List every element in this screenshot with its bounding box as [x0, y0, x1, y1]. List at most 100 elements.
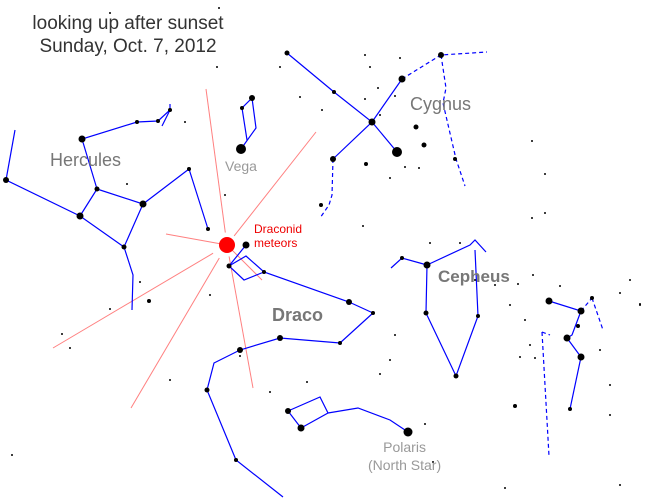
vega-star	[236, 144, 246, 154]
faint-star	[389, 177, 391, 179]
faint-star	[69, 347, 71, 349]
faint-star	[424, 423, 426, 425]
label-hercules: Hercules	[50, 150, 122, 170]
star	[285, 408, 291, 414]
faint-star	[418, 167, 420, 169]
faint-star	[269, 391, 271, 393]
star	[237, 347, 243, 353]
faint-star	[474, 279, 476, 281]
faint-star	[11, 454, 13, 456]
ursa-minor-line	[287, 396, 329, 429]
meteor-ray	[228, 256, 254, 389]
faint-star	[169, 379, 171, 381]
faint-star	[126, 183, 128, 185]
title-line-2: Sunday, Oct. 7, 2012	[39, 36, 217, 57]
star	[423, 261, 431, 269]
star	[297, 424, 305, 432]
faint-star	[529, 344, 531, 346]
star	[139, 200, 147, 208]
star	[364, 162, 368, 166]
star	[513, 404, 517, 408]
label-draco: Draco	[272, 305, 324, 325]
star	[476, 314, 480, 318]
star	[187, 167, 191, 171]
faint-star	[404, 166, 406, 168]
faint-star	[379, 114, 381, 116]
meteor-ray	[130, 257, 220, 409]
meteor-ray	[165, 233, 223, 245]
label-cygnus: Cygnus	[410, 94, 472, 114]
faint-star	[559, 285, 561, 287]
star	[413, 124, 419, 130]
polaris-star	[403, 427, 413, 437]
star	[226, 263, 232, 269]
faint-star	[399, 57, 401, 59]
star	[545, 297, 553, 305]
faint-star	[306, 381, 308, 383]
star	[147, 299, 151, 303]
faint-star	[362, 225, 364, 227]
ursa-minor-line	[327, 407, 409, 433]
faint-star	[544, 212, 546, 214]
star	[453, 157, 457, 161]
cygnus-line	[440, 54, 466, 187]
cygnus-line	[319, 158, 334, 219]
faint-star	[519, 356, 521, 358]
draconid-radiant	[219, 237, 235, 253]
faint-star	[377, 87, 379, 89]
faint-star	[224, 194, 226, 196]
star	[577, 307, 585, 315]
faint-star	[524, 319, 526, 321]
faint-star	[109, 308, 111, 310]
star	[563, 334, 571, 342]
faint-star	[517, 283, 519, 285]
star	[156, 119, 160, 123]
faint-star	[299, 96, 301, 98]
faint-star	[429, 242, 431, 244]
hercules-line	[142, 168, 209, 230]
faint-star	[389, 359, 391, 361]
faint-star	[218, 7, 220, 9]
faint-star	[509, 304, 511, 306]
faint-star	[184, 121, 186, 123]
hercules-line	[161, 109, 171, 127]
faint-star	[209, 294, 211, 296]
star	[319, 203, 323, 207]
faint-star	[494, 284, 496, 286]
faint-star	[364, 54, 366, 56]
faint-star	[432, 461, 434, 463]
hercules-line	[79, 188, 144, 248]
label-draconid: Draconid	[254, 222, 303, 236]
faint-star	[639, 304, 641, 306]
faint-star	[279, 66, 281, 68]
star	[262, 270, 266, 274]
faint-star	[369, 66, 371, 68]
meteor-ray	[205, 88, 226, 233]
star	[204, 387, 210, 393]
cygnus-line	[371, 78, 403, 123]
title-line-1: looking up after sunset	[32, 13, 224, 34]
star	[368, 118, 376, 126]
star	[76, 212, 84, 220]
star	[168, 108, 172, 112]
faint-star	[139, 281, 141, 283]
draco-line	[206, 255, 375, 498]
label-meteors: meteors	[254, 236, 298, 250]
right-constellation-line	[541, 331, 551, 336]
label-north-star: (North Star)	[368, 457, 442, 473]
label-cepheus: Cepheus	[438, 267, 510, 286]
star	[392, 147, 402, 157]
star	[568, 407, 572, 411]
faint-star	[544, 173, 546, 175]
faint-star	[379, 373, 381, 375]
faint-star	[629, 279, 631, 281]
label-polaris: Polaris (North Star)	[368, 438, 441, 474]
star	[590, 296, 594, 300]
label-draconid-meteors: Draconid meteors	[254, 222, 302, 250]
star	[577, 353, 585, 361]
faint-star	[599, 349, 601, 351]
star	[346, 299, 352, 305]
star	[78, 135, 86, 143]
faint-star	[609, 414, 611, 416]
